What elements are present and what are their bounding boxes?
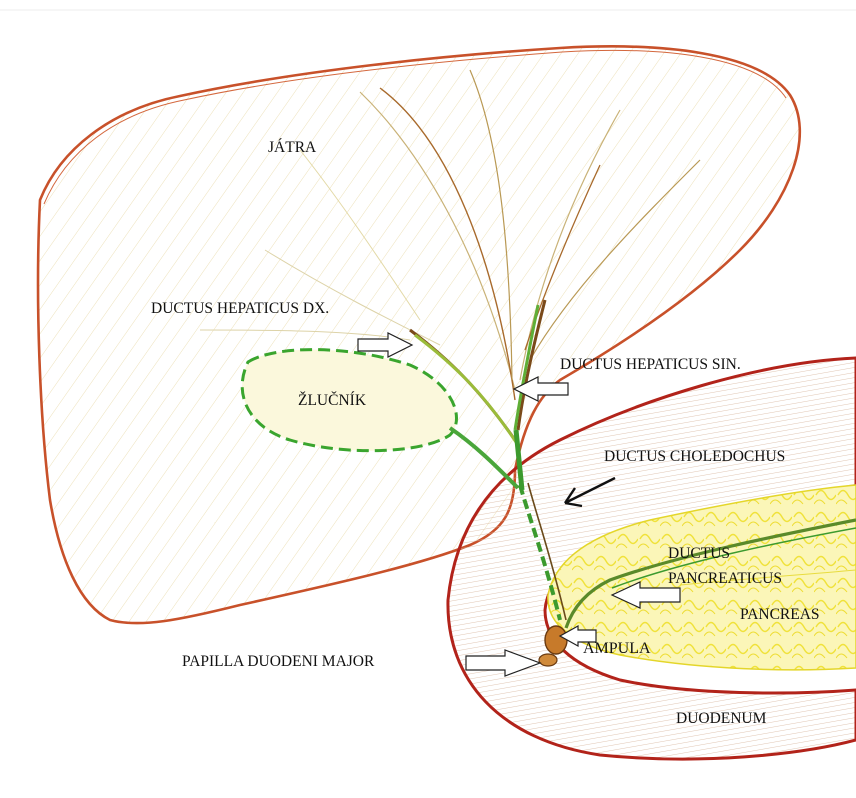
ampulla <box>545 626 567 654</box>
label-jatra: JÁTRA <box>268 139 317 156</box>
label-ampula: AMPULA <box>583 640 651 657</box>
label-papilla-duodeni-major: PAPILLA DUODENI MAJOR <box>182 653 375 670</box>
label-ductus-choledochus: DUCTUS CHOLEDOCHUS <box>604 448 785 465</box>
label-ductus-pancreaticus-line1: DUCTUS <box>668 545 730 562</box>
label-pancreas: PANCREAS <box>740 606 820 623</box>
label-ductus-pancreaticus-line2: PANCREATICUS <box>668 570 782 587</box>
label-ductus-hepaticus-sin: DUCTUS HEPATICUS SIN. <box>560 356 741 373</box>
label-duodenum: DUODENUM <box>676 710 767 727</box>
label-zlucnik: ŽLUČNÍK <box>298 392 367 409</box>
papilla <box>539 654 557 666</box>
label-ductus-hepaticus-dx: DUCTUS HEPATICUS DX. <box>151 300 329 317</box>
